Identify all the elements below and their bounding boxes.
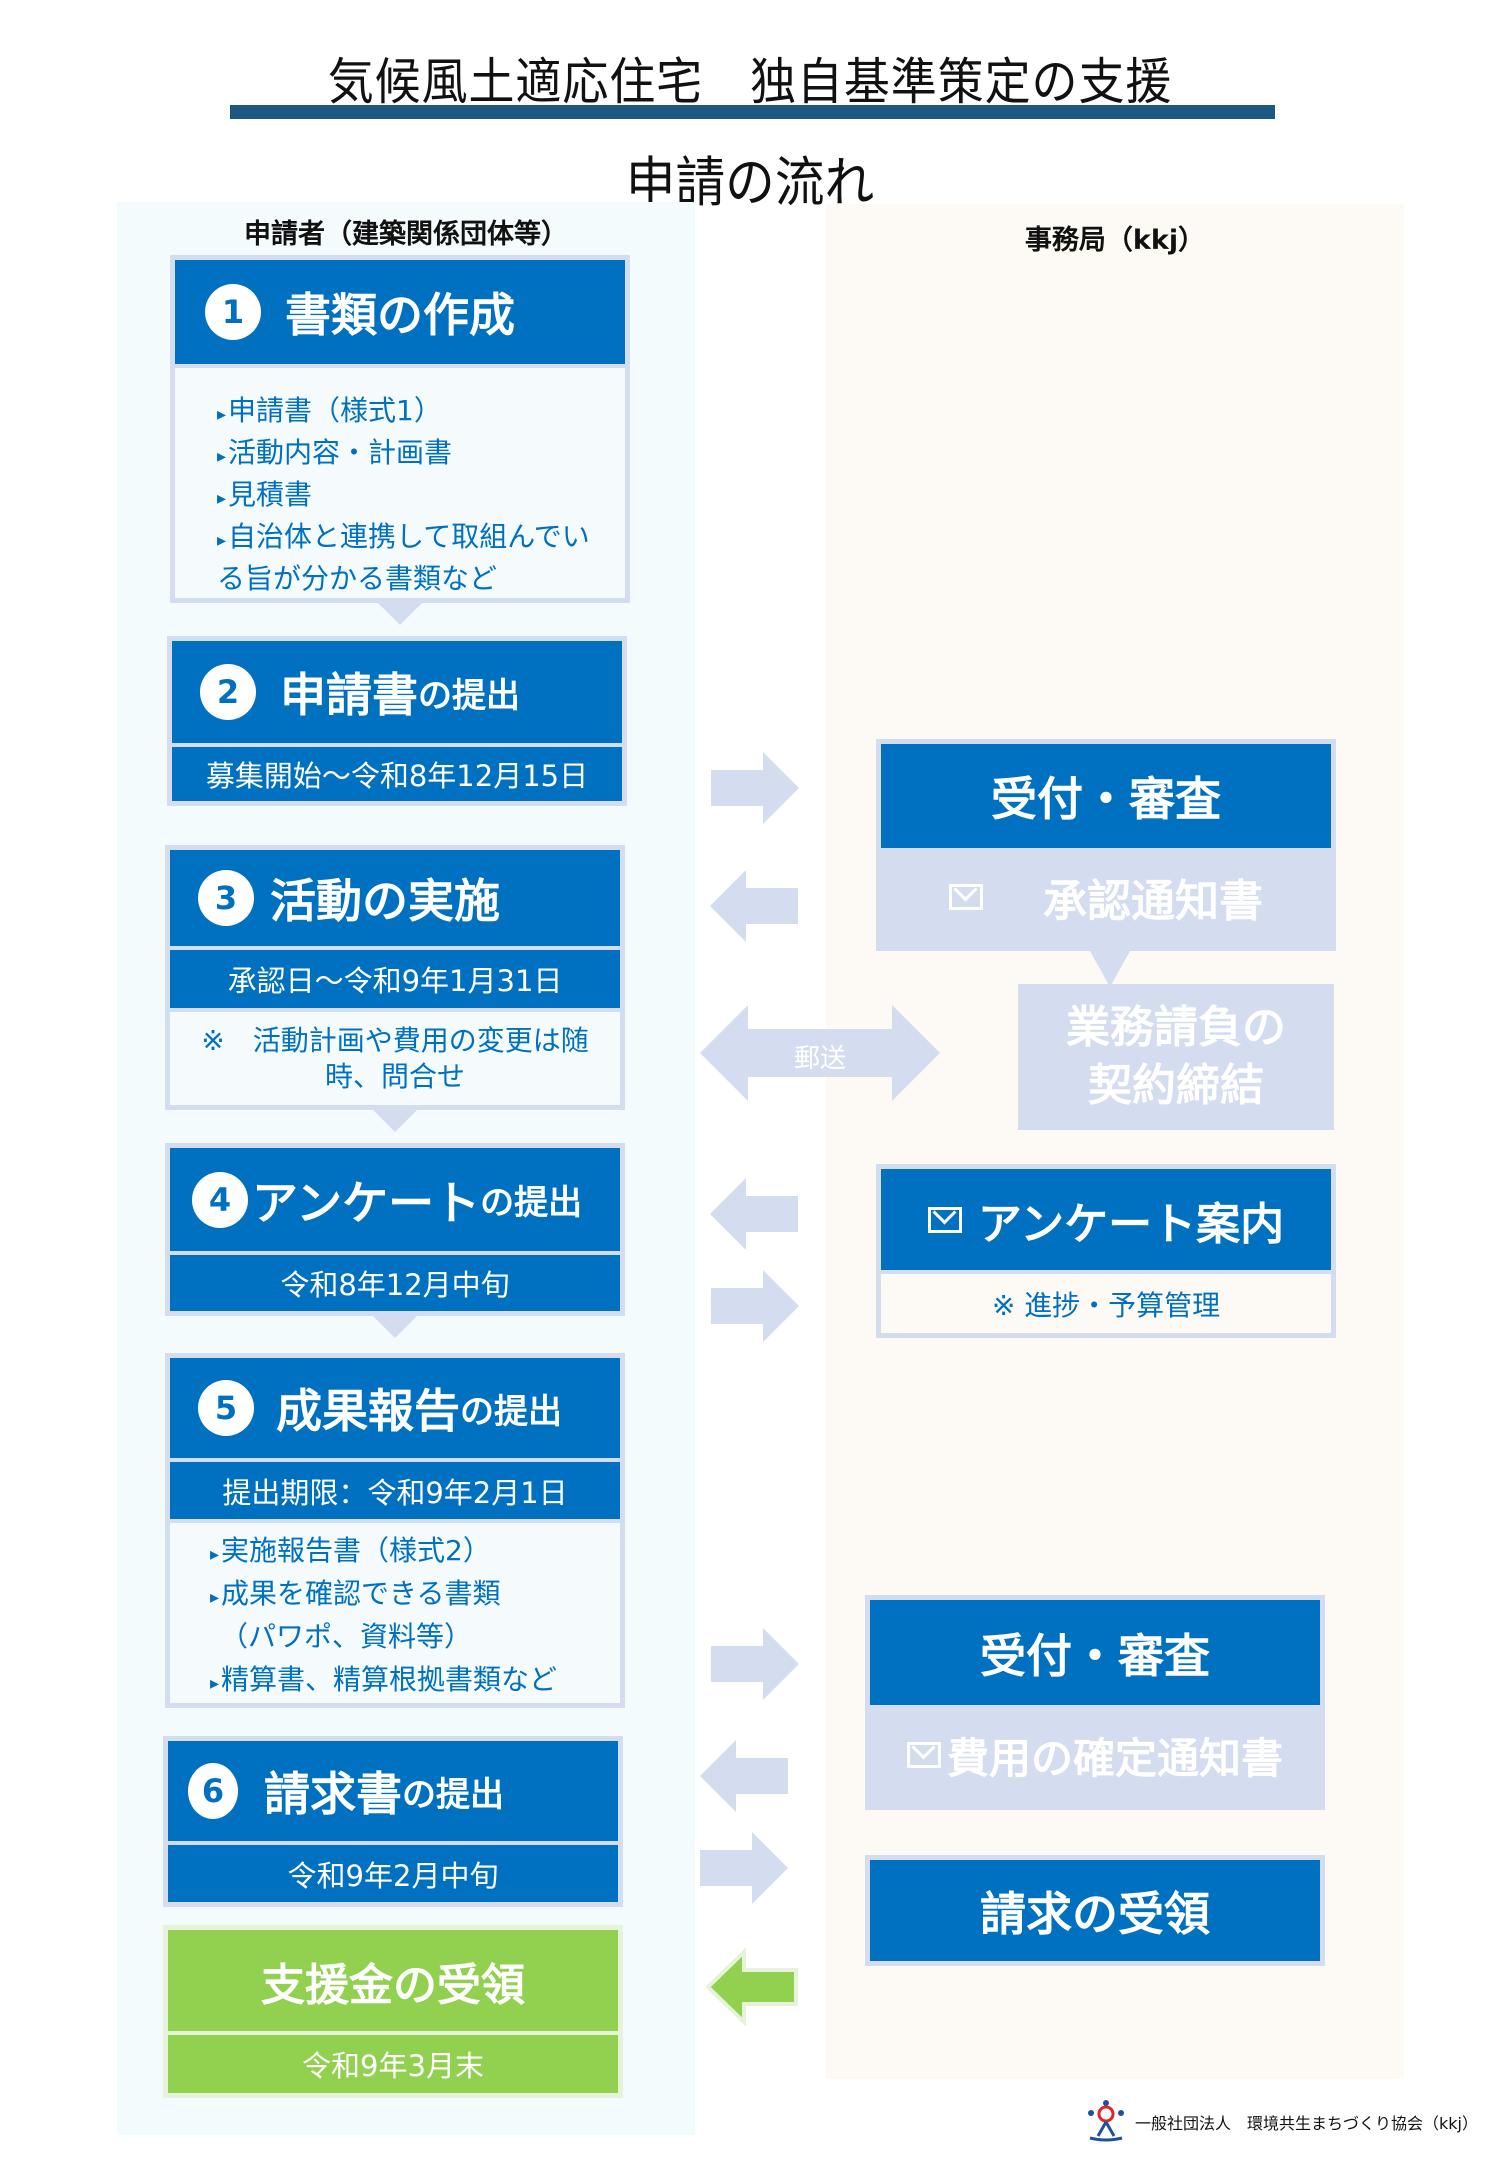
- review-2-title: 受付・審査: [870, 1600, 1320, 1705]
- document-item: 自治体と連携して取組んでいる旨が分かる書類など: [217, 518, 605, 598]
- approval-notice-label: 承認通知書: [1043, 876, 1263, 927]
- arrow-left-survey: [710, 1178, 798, 1250]
- document-item: 見積書: [217, 476, 605, 518]
- cost-notice-label: 費用の確定通知書: [946, 1733, 1283, 1783]
- review-box-1: 受付・審査 承認通知書: [876, 739, 1336, 951]
- step-4-period: 令和8年12月中旬: [170, 1255, 620, 1311]
- step-4-header: 4 アンケートの提出: [170, 1148, 620, 1251]
- applicant-heading: 申請者（建築関係団体等）: [244, 219, 568, 250]
- step-4-title-suffix: の提出: [480, 1183, 583, 1223]
- arrow-right-invoice: [700, 1832, 788, 1904]
- step-6-title: 請求書: [264, 1767, 402, 1821]
- document-item: 精算書、精算根拠書類など: [210, 1660, 620, 1703]
- document-item: 申請書（様式1）: [217, 392, 605, 434]
- step-4-box: 4 アンケートの提出 令和8年12月中旬: [165, 1143, 625, 1316]
- final-step-title: 支援金の受領: [261, 1959, 525, 2011]
- flow-down-arrow: [373, 1316, 417, 1338]
- step-6-box: 6 請求書の提出 令和9年2月中旬: [163, 1736, 623, 1907]
- mail-icon: [906, 1742, 941, 1768]
- document-item: 活動内容・計画書: [217, 434, 605, 476]
- step-5-title: 成果報告: [276, 1384, 460, 1439]
- arrow-left-cost-notice: [700, 1740, 788, 1812]
- survey-title: アンケート案内: [977, 1198, 1285, 1250]
- invoice-received-box: 請求の受領: [865, 1855, 1325, 1966]
- office-heading: 事務局（kkj）: [1024, 225, 1206, 256]
- step-5-header: 5 成果報告の提出: [170, 1358, 620, 1459]
- step-3-box: 3 活動の実施 承認日～令和9年1月31日 ※ 活動計画や費用の変更は随時、問合…: [165, 845, 625, 1110]
- step-1-box: 1 書類の作成 申請書（様式1） 活動内容・計画書 見積書 自治体と連携して取組…: [170, 255, 630, 603]
- step-number-badge: 1: [205, 284, 261, 340]
- document-item: 成果を確認できる書類: [210, 1574, 620, 1617]
- cost-notice: 費用の確定通知書: [870, 1705, 1320, 1805]
- arrow-right-submit: [711, 752, 799, 824]
- invoice-received-title: 請求の受領: [870, 1860, 1320, 1961]
- arrow-left-payment: [705, 1947, 798, 2027]
- step-1-title: 書類の作成: [285, 288, 515, 342]
- final-step-header: 支援金の受領: [168, 1930, 618, 2031]
- review-1-title: 受付・審査: [881, 744, 1331, 848]
- step-2-title: 申請書: [280, 668, 418, 722]
- step-4-title: アンケート: [252, 1175, 481, 1230]
- step-5-period: 提出期限：令和9年2月1日: [170, 1462, 620, 1519]
- final-step-period: 令和9年3月末: [168, 2035, 618, 2093]
- organization-logo-icon: [1088, 2100, 1124, 2142]
- step-1-documents: 申請書（様式1） 活動内容・計画書 見積書 自治体と連携して取組んでいる旨が分か…: [175, 368, 625, 598]
- step-2-header: 2 申請書の提出: [172, 641, 622, 743]
- step-5-title-suffix: の提出: [460, 1391, 562, 1432]
- step-3-title: 活動の実施: [270, 874, 500, 928]
- step-2-box: 2 申請書の提出 募集開始～令和8年12月15日: [167, 636, 627, 806]
- flow-down-arrow: [373, 1110, 417, 1132]
- step-number-badge: 4: [192, 1171, 248, 1228]
- step-3-header: 3 活動の実施: [170, 850, 620, 946]
- step-2-title-suffix: の提出: [418, 675, 520, 716]
- document-item-continued: （パワポ、資料等）: [220, 1620, 473, 1653]
- step-number-badge: 6: [188, 1763, 238, 1819]
- contract-line-1: 業務請負の: [1066, 1002, 1286, 1053]
- survey-box: アンケート案内 ※ 進捗・予算管理: [876, 1164, 1336, 1338]
- document-item: 実施報告書（様式2）: [210, 1531, 620, 1574]
- step-5-documents: 実施報告書（様式2） 成果を確認できる書類 （パワポ、資料等） 精算書、精算根拠…: [170, 1523, 620, 1703]
- contract-box: 業務請負の 契約締結: [1018, 984, 1334, 1130]
- survey-note: ※ 進捗・予算管理: [881, 1274, 1331, 1333]
- organization-name: 一般社団法人 環境共生まちづくり協会（kkj）: [1135, 2114, 1478, 2133]
- survey-header: アンケート案内: [881, 1169, 1331, 1270]
- arrow-right-survey: [711, 1270, 799, 1342]
- mail-icon: [949, 884, 983, 910]
- mail-icon: [927, 1206, 962, 1233]
- contract-line-2: 契約締結: [1088, 1060, 1264, 1111]
- step-6-title-suffix: の提出: [402, 1774, 504, 1815]
- step-2-period: 募集開始～令和8年12月15日: [172, 747, 622, 801]
- arrow-left-approval: [710, 870, 798, 942]
- flow-down-arrow: [378, 603, 422, 625]
- approval-notice: 承認通知書: [881, 848, 1331, 946]
- review-box-2: 受付・審査 費用の確定通知書: [865, 1595, 1325, 1810]
- step-1-header: 1 書類の作成: [175, 260, 625, 364]
- step-number-badge: 5: [198, 1380, 254, 1437]
- document-title: 気候風土適応住宅 独自基準策定の支援: [327, 53, 1173, 111]
- step-6-header: 6 請求書の提出: [168, 1741, 618, 1841]
- step-3-period: 承認日～令和9年1月31日: [170, 950, 620, 1008]
- title-underline: [230, 105, 1275, 119]
- step-number-badge: 3: [198, 870, 254, 926]
- arrow-right-report: [711, 1628, 799, 1700]
- flow-down-arrow: [1090, 951, 1130, 987]
- arrow-double-mail: [700, 1005, 940, 1101]
- step-number-badge: 2: [200, 664, 256, 720]
- mail-label: 郵送: [793, 1044, 846, 1074]
- final-step-box: 支援金の受領 令和9年3月末: [163, 1925, 623, 2098]
- step-3-note: ※ 活動計画や費用の変更は随時、問合せ: [170, 1012, 620, 1105]
- step-6-period: 令和9年2月中旬: [168, 1845, 618, 1902]
